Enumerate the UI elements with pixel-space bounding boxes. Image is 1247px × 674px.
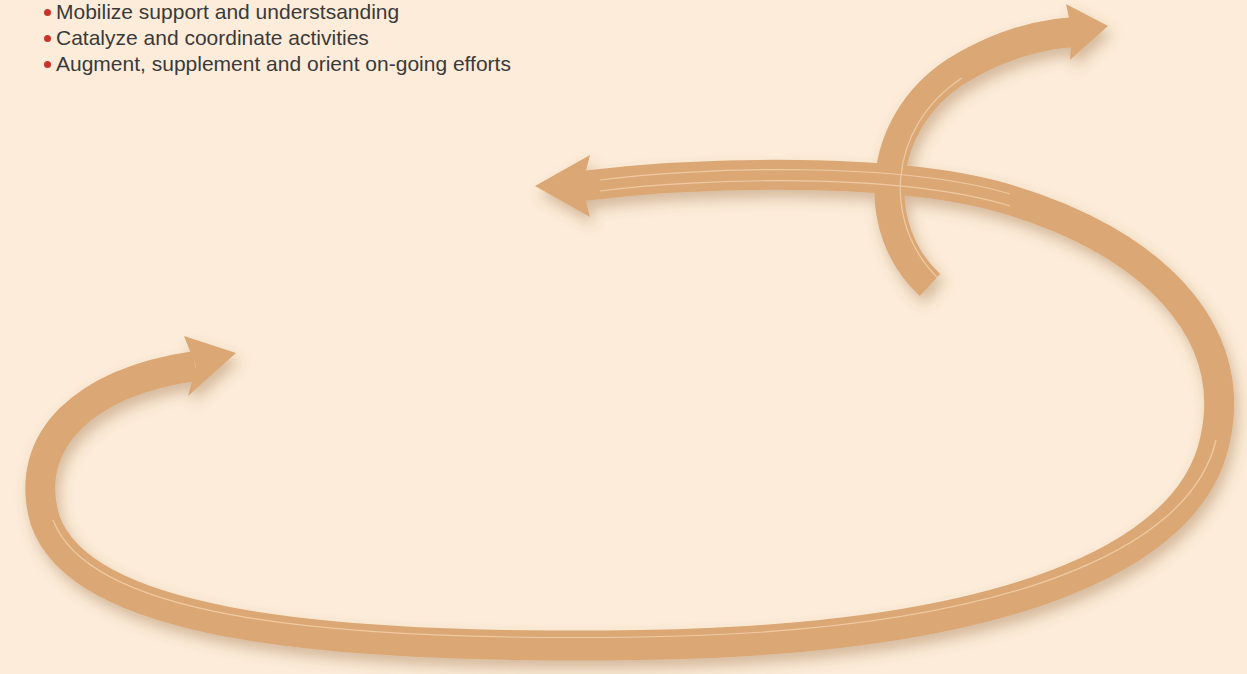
arrow-head (535, 155, 590, 217)
bullet-text: Mobilize support and understsanding (56, 0, 399, 24)
arrow-head (184, 336, 236, 396)
arrow-head (1066, 4, 1108, 60)
loop-arrow (40, 175, 1219, 646)
arrow-group (40, 4, 1219, 646)
bullet-dot (44, 35, 51, 42)
bullet-dot (44, 9, 51, 16)
arrow-texture (53, 78, 1216, 638)
bullet-text: Catalyze and coordinate activities (56, 26, 369, 50)
bullet-text: Augment, supplement and orient on-going … (56, 52, 511, 76)
hook-arrow (889, 32, 1075, 285)
bullet-dot (44, 61, 51, 68)
